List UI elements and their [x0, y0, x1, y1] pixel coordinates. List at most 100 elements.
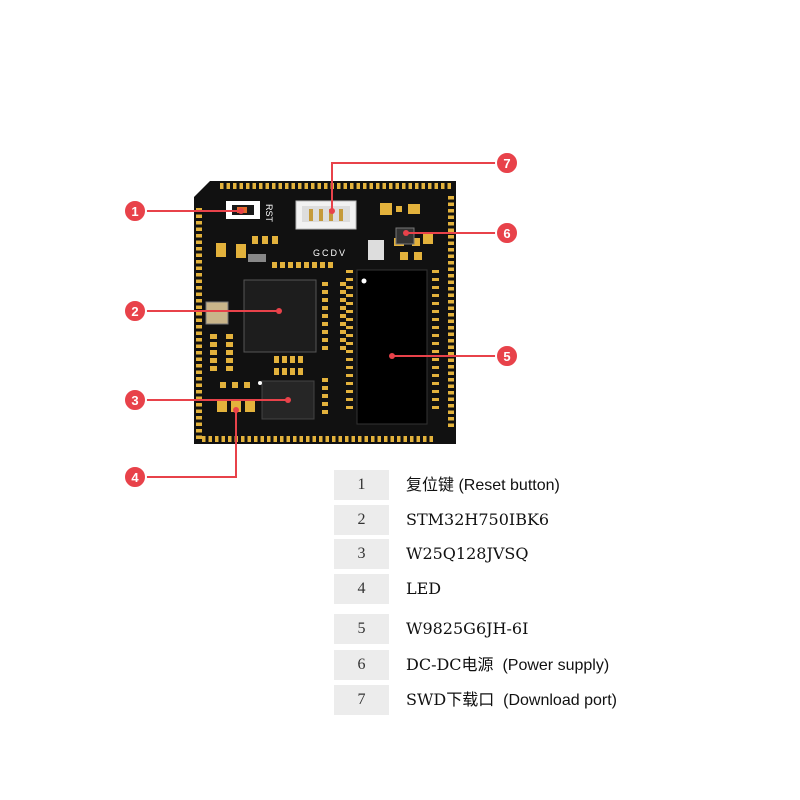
edge-pad [254, 436, 258, 442]
callout-marker-5: 5 [495, 344, 519, 368]
edge-pad [196, 312, 202, 316]
edge-pad [351, 436, 355, 442]
passive-pad-rows [210, 262, 439, 414]
legend-number: 2 [334, 505, 389, 535]
legend-chinese-label: 下载口 [446, 690, 495, 709]
led[interactable] [217, 400, 255, 412]
passive-pad [322, 282, 328, 286]
edge-pad [196, 279, 202, 283]
edge-pad [280, 436, 284, 442]
passive-pad [432, 382, 439, 385]
edge-pad [448, 235, 454, 239]
small-components [205, 203, 433, 325]
legend-number: 6 [334, 650, 389, 680]
edge-pad [448, 358, 454, 362]
edge-pad [402, 183, 406, 189]
callout-marker-3: 3 [123, 388, 147, 412]
passive-pad [346, 302, 353, 305]
edge-pad [369, 183, 373, 189]
passive-pad [210, 366, 217, 371]
edge-pad [196, 403, 202, 407]
edge-pad [410, 436, 414, 442]
passive-pad [340, 298, 346, 302]
passive-pad [322, 394, 328, 398]
leader-line-4 [135, 410, 237, 478]
edge-pad [196, 409, 202, 413]
edge-pad [448, 371, 454, 375]
legend-part-code: LED [406, 579, 442, 598]
edge-pad [448, 345, 454, 349]
edge-pad [196, 370, 202, 374]
edge-pad [196, 331, 202, 335]
edge-pad [208, 436, 212, 442]
edge-pad [239, 183, 243, 189]
legend-number: 5 [334, 614, 389, 644]
legend-number: 3 [334, 539, 389, 569]
edge-pad [196, 383, 202, 387]
edge-pad [196, 221, 202, 225]
edge-pad [252, 183, 256, 189]
edge-pad [371, 436, 375, 442]
passive-pad [340, 282, 346, 286]
edge-pad [395, 183, 399, 189]
edge-pad [291, 183, 295, 189]
passive-pad [210, 342, 217, 347]
swd-connector[interactable] [295, 200, 357, 230]
edge-pad [319, 436, 323, 442]
edge-pad [448, 196, 454, 200]
edge-pad [377, 436, 381, 442]
edge-pad [356, 183, 360, 189]
edge-pad [350, 183, 354, 189]
edge-pad [448, 365, 454, 369]
legend-description: 复位键 (Reset button) [406, 470, 560, 500]
edge-pad [448, 209, 454, 213]
sdram-chip[interactable] [356, 269, 428, 425]
passive-pad [304, 262, 309, 268]
mcu-chip[interactable] [243, 279, 317, 353]
passive-pad [340, 338, 346, 342]
edge-pad [196, 286, 202, 290]
edge-pad [260, 436, 264, 442]
edge-pad [448, 293, 454, 297]
edge-pad [228, 436, 232, 442]
callout-marker-6: 6 [495, 221, 519, 245]
edge-pad [196, 299, 202, 303]
edge-pad [312, 436, 316, 442]
passive-pad [432, 270, 439, 273]
passive-pad [298, 356, 303, 363]
passive-pad [296, 262, 301, 268]
passive-pad [226, 342, 233, 347]
swd-silkscreen: GCDV [313, 248, 347, 258]
rst-silkscreen: RST [264, 204, 274, 223]
passive-pad [322, 314, 328, 318]
edge-pad [286, 436, 290, 442]
edge-pad [434, 183, 438, 189]
leader-end-dot-2 [276, 308, 282, 314]
legend-description: LED [406, 574, 441, 604]
passive-pad [346, 390, 353, 393]
passive-pad [322, 410, 328, 414]
edge-pad [448, 228, 454, 232]
callout-number-2: 2 [131, 304, 138, 319]
sdram-pin1-dot [361, 278, 367, 284]
edge-pad [448, 215, 454, 219]
passive-pad [282, 368, 287, 375]
callout-number-7: 7 [503, 156, 510, 171]
passive-pad [220, 382, 226, 388]
legend-part-code: SWD [406, 690, 447, 709]
leader-end-dot-4 [233, 407, 239, 413]
edge-pad [448, 319, 454, 323]
legend-description: W9825G6JH-6I [406, 614, 528, 644]
edge-pad [448, 274, 454, 278]
edge-pad [196, 214, 202, 218]
passive-pad [340, 330, 346, 334]
edge-pad [226, 183, 230, 189]
legend-number: 4 [334, 574, 389, 604]
passive-pad [432, 334, 439, 337]
passive-pad [290, 368, 295, 375]
passive-pad [322, 298, 328, 302]
edge-pad [408, 183, 412, 189]
passive-pad [346, 334, 353, 337]
